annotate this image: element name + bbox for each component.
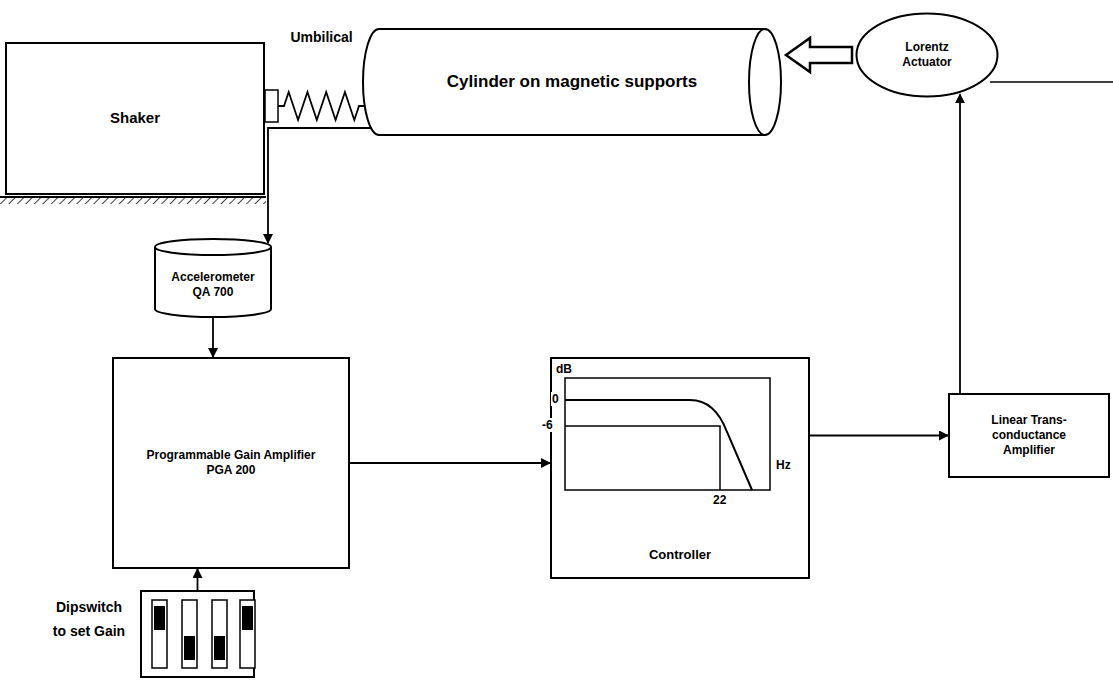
accelerometer-can: Accelerometer QA 700 <box>154 238 272 318</box>
node-label: Programmable Gain Amplifier PGA 200 <box>136 448 326 478</box>
ellipse-outline <box>857 14 998 97</box>
node-label: Dipswitch to set Gain <box>50 596 128 644</box>
amplifier-box: Linear Trans-conductance Amplifier <box>948 393 1110 478</box>
node-label: Linear Trans-conductance Amplifier <box>968 413 1090 458</box>
axis-label: 22 <box>712 493 727 507</box>
dipswitch-block: Dipswitch to set Gain <box>140 590 255 678</box>
switch-lever <box>184 636 195 660</box>
node-label: Lorentz Actuator <box>883 40 971 70</box>
ground-line <box>0 196 266 198</box>
node-label: Controller <box>649 547 711 563</box>
axis-label: dB <box>555 362 573 376</box>
block-arrow <box>786 38 852 72</box>
edge-label: Umbilical <box>288 29 354 46</box>
switch-slot <box>182 600 197 668</box>
signal-line <box>268 128 372 243</box>
cylinder-outline <box>363 29 781 135</box>
node-label: Cylinder on magnetic supports <box>447 71 697 92</box>
actuator-ellipse: Lorentz Actuator <box>855 12 999 98</box>
switch-slot <box>152 600 167 668</box>
switch-slot <box>240 600 255 668</box>
axis-label: Hz <box>775 458 792 472</box>
amplifier-box: Programmable Gain Amplifier PGA 200 <box>112 357 350 569</box>
signal-line <box>810 435 948 437</box>
ground-hatch <box>0 197 266 204</box>
umbilical-spring <box>278 92 365 120</box>
shaker-mount <box>265 90 278 122</box>
signal-line <box>197 569 199 590</box>
signal-line <box>212 318 214 357</box>
response-frame <box>565 378 770 490</box>
switch-slot <box>212 600 227 668</box>
switch-lever <box>154 606 165 630</box>
node-label: Shaker <box>110 109 160 128</box>
controller-box: Controller <box>550 357 810 579</box>
switch-lever <box>242 606 253 630</box>
response-reference <box>565 426 720 490</box>
shaker-box: Shaker <box>5 42 265 195</box>
cylinder-body: Cylinder on magnetic supports <box>362 28 782 136</box>
actuator-wire <box>990 81 1113 83</box>
axis-label: 0 <box>551 392 560 406</box>
can-outline <box>155 239 271 317</box>
signal-line <box>350 462 550 464</box>
response-curve <box>565 400 752 490</box>
axis-label: -6 <box>541 418 554 432</box>
switch-lever <box>214 636 225 660</box>
node-outline <box>142 592 257 680</box>
signal-line <box>959 94 961 393</box>
node-label: Accelerometer QA 700 <box>163 270 263 300</box>
